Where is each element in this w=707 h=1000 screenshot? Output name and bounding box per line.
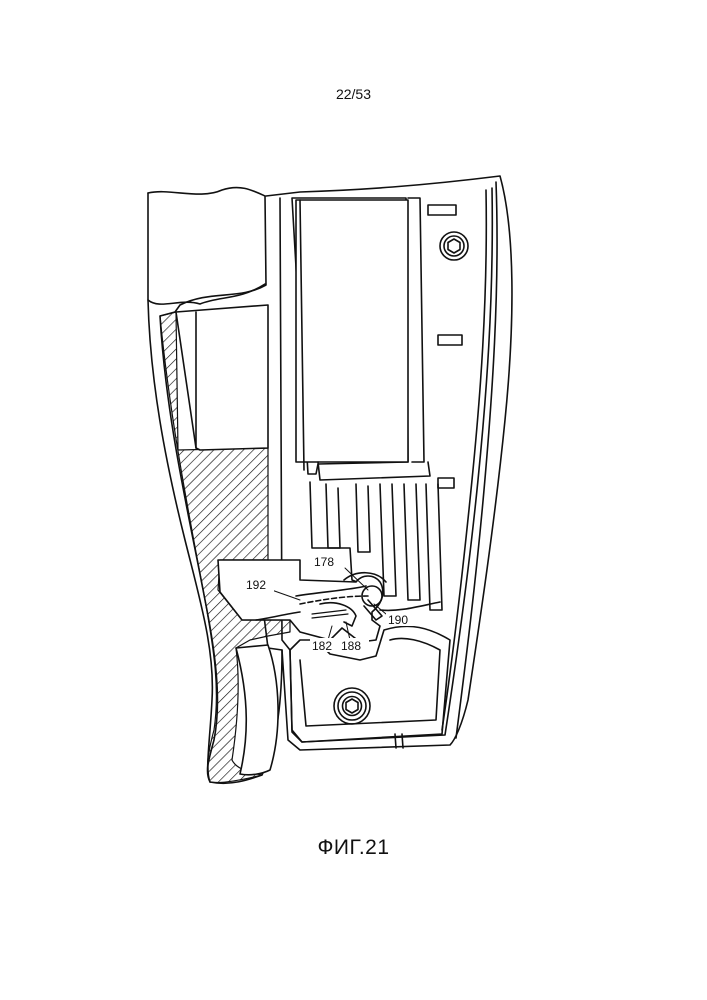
ref-178: 178	[314, 555, 334, 569]
rib-2	[356, 484, 370, 552]
ref-192: 192	[246, 578, 266, 592]
rib-1	[326, 484, 340, 548]
lower-lever	[236, 645, 278, 775]
rib-5	[426, 484, 442, 610]
upper-bolt-icon	[440, 232, 468, 260]
figure-caption: ФИГ.21	[0, 836, 707, 860]
lower-slot	[438, 478, 454, 488]
carriage-panel	[296, 200, 408, 462]
ref-182: 182	[312, 639, 332, 653]
lower-bolt-icon	[334, 688, 370, 724]
upper-slot	[428, 205, 456, 215]
inner-block	[176, 305, 268, 450]
shell-torn-edge	[148, 193, 265, 304]
ref-188: 188	[341, 639, 361, 653]
middle-slot	[438, 335, 462, 345]
rib-4	[404, 484, 420, 600]
ref-190: 190	[388, 613, 408, 627]
